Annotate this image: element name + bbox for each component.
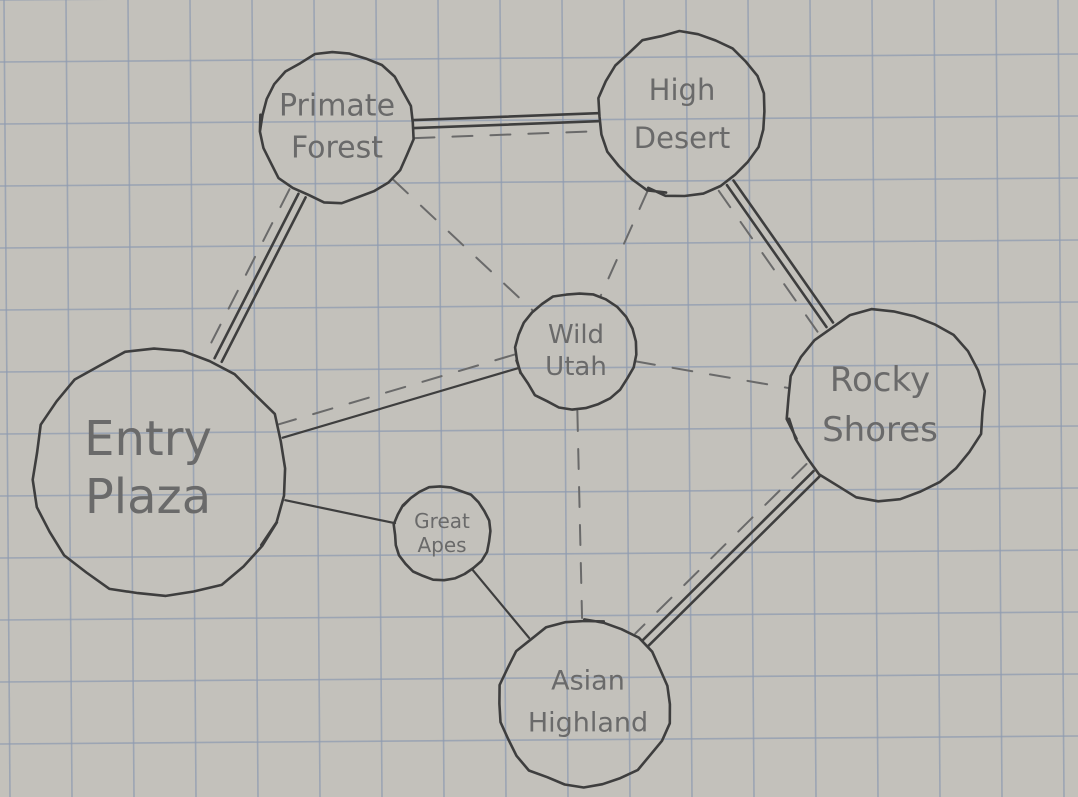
node-circle: [498, 618, 672, 789]
dashed-line-stroke: [277, 353, 516, 426]
node-label-line: Highland: [528, 708, 648, 739]
double-line-stroke: [646, 475, 821, 648]
solid-line-stroke: [281, 366, 520, 439]
double-line-stroke: [213, 192, 300, 360]
dashed-line-stroke: [717, 189, 820, 334]
dashed-line-stroke: [634, 360, 791, 390]
grid-line-horizontal: [0, 239, 1078, 249]
grid-line-vertical: [809, 0, 817, 797]
edge-primate-forest-to-entry-plaza-double: [213, 192, 307, 364]
grid-line-vertical: [499, 0, 507, 797]
dashed-line-stroke: [599, 189, 649, 298]
grid-line-vertical: [65, 0, 73, 797]
grid-line-vertical: [437, 0, 445, 797]
edge-great-apes-to-asian-highland-solid: [471, 568, 531, 639]
edge-rocky-shores-to-asian-highland-dashed: [634, 463, 808, 635]
edge-wild-utah-to-asian-highland-dashed: [576, 409, 584, 620]
grid-line-horizontal: [0, 735, 1078, 745]
grid-line-horizontal: [0, 425, 1078, 435]
node-circle: [31, 347, 287, 598]
double-line-stroke: [412, 119, 600, 130]
grid-line-horizontal: [0, 611, 1078, 621]
grid-line-horizontal: [0, 53, 1078, 63]
grid-line-vertical: [561, 0, 569, 797]
edge-high-desert-to-rocky-shores-double: [725, 179, 835, 329]
node-label-line: Utah: [545, 352, 607, 382]
node-label-line: Shores: [822, 410, 938, 450]
grid-line-vertical: [747, 0, 755, 797]
node-label-line: Plaza: [85, 469, 211, 525]
grid-line-horizontal: [0, 673, 1078, 683]
double-line-stroke: [725, 183, 828, 329]
double-line-stroke: [732, 179, 835, 324]
dashed-line-stroke: [634, 463, 808, 635]
grid-line-vertical: [995, 0, 1003, 797]
edge-wild-utah-to-entry-plaza-solid: [281, 366, 520, 439]
double-line-stroke: [220, 196, 307, 364]
solid-line-stroke: [471, 568, 531, 639]
grid-line-vertical: [127, 0, 135, 797]
node-label-line: Asian: [551, 666, 625, 697]
edge-high-desert-to-wild-utah-dashed: [599, 189, 649, 298]
double-line-stroke: [640, 469, 815, 642]
node-circle: [785, 307, 987, 503]
node-label-line: Primate: [279, 89, 395, 124]
grid-line-vertical: [313, 0, 321, 797]
edge-high-desert-to-rocky-shores-dashed: [717, 189, 820, 334]
dashed-line-stroke: [204, 188, 291, 355]
grid-line-vertical: [623, 0, 631, 797]
solid-line-stroke: [284, 499, 397, 525]
node-label-line: Rocky: [830, 360, 930, 400]
node-circle: [258, 50, 415, 205]
grid-line-horizontal: [0, 363, 1078, 373]
node-label-line: Entry: [84, 411, 212, 467]
grid-line-horizontal: [0, 177, 1078, 187]
connection-paths: [204, 111, 835, 648]
double-line-stroke: [412, 111, 600, 122]
grid-line-vertical: [871, 0, 879, 797]
grid-line-vertical: [3, 0, 11, 797]
dashed-line-stroke: [392, 178, 534, 311]
edge-entry-plaza-to-great-apes-solid: [284, 499, 397, 525]
grid-line-vertical: [933, 0, 941, 797]
grid-line-vertical: [1057, 0, 1065, 797]
edge-wild-utah-to-rocky-shores-dashed: [634, 360, 791, 390]
edge-primate-forest-to-high-desert-double: [412, 111, 600, 130]
grid-line-horizontal: [0, 549, 1078, 559]
node-circle: [392, 485, 492, 582]
node-label-line: Wild: [548, 320, 604, 350]
grid-line-vertical: [685, 0, 693, 797]
grid-line-vertical: [189, 0, 197, 797]
dashed-line-stroke: [413, 130, 600, 140]
node-circle: [513, 292, 638, 411]
edge-wild-utah-to-entry-plaza-dashed: [277, 353, 516, 426]
edge-primate-forest-to-wild-utah-dashed: [392, 178, 534, 311]
node-circle: [597, 29, 766, 198]
grid-line-vertical: [251, 0, 259, 797]
grid-line-horizontal: [0, 487, 1078, 497]
edge-rocky-shores-to-asian-highland-double: [640, 469, 821, 648]
edge-primate-forest-to-high-desert-dashed: [413, 130, 600, 140]
dashed-line-stroke: [576, 409, 584, 620]
node-label-line: Forest: [291, 131, 383, 166]
grid-line-vertical: [375, 0, 383, 797]
node-label-line: Desert: [634, 121, 730, 155]
grid-line-horizontal: [0, 115, 1078, 125]
node-label-line: Apes: [417, 533, 466, 557]
node-label-line: High: [649, 73, 716, 107]
edge-primate-forest-to-entry-plaza-dashed: [204, 188, 291, 355]
node-label-line: Great: [414, 509, 470, 533]
